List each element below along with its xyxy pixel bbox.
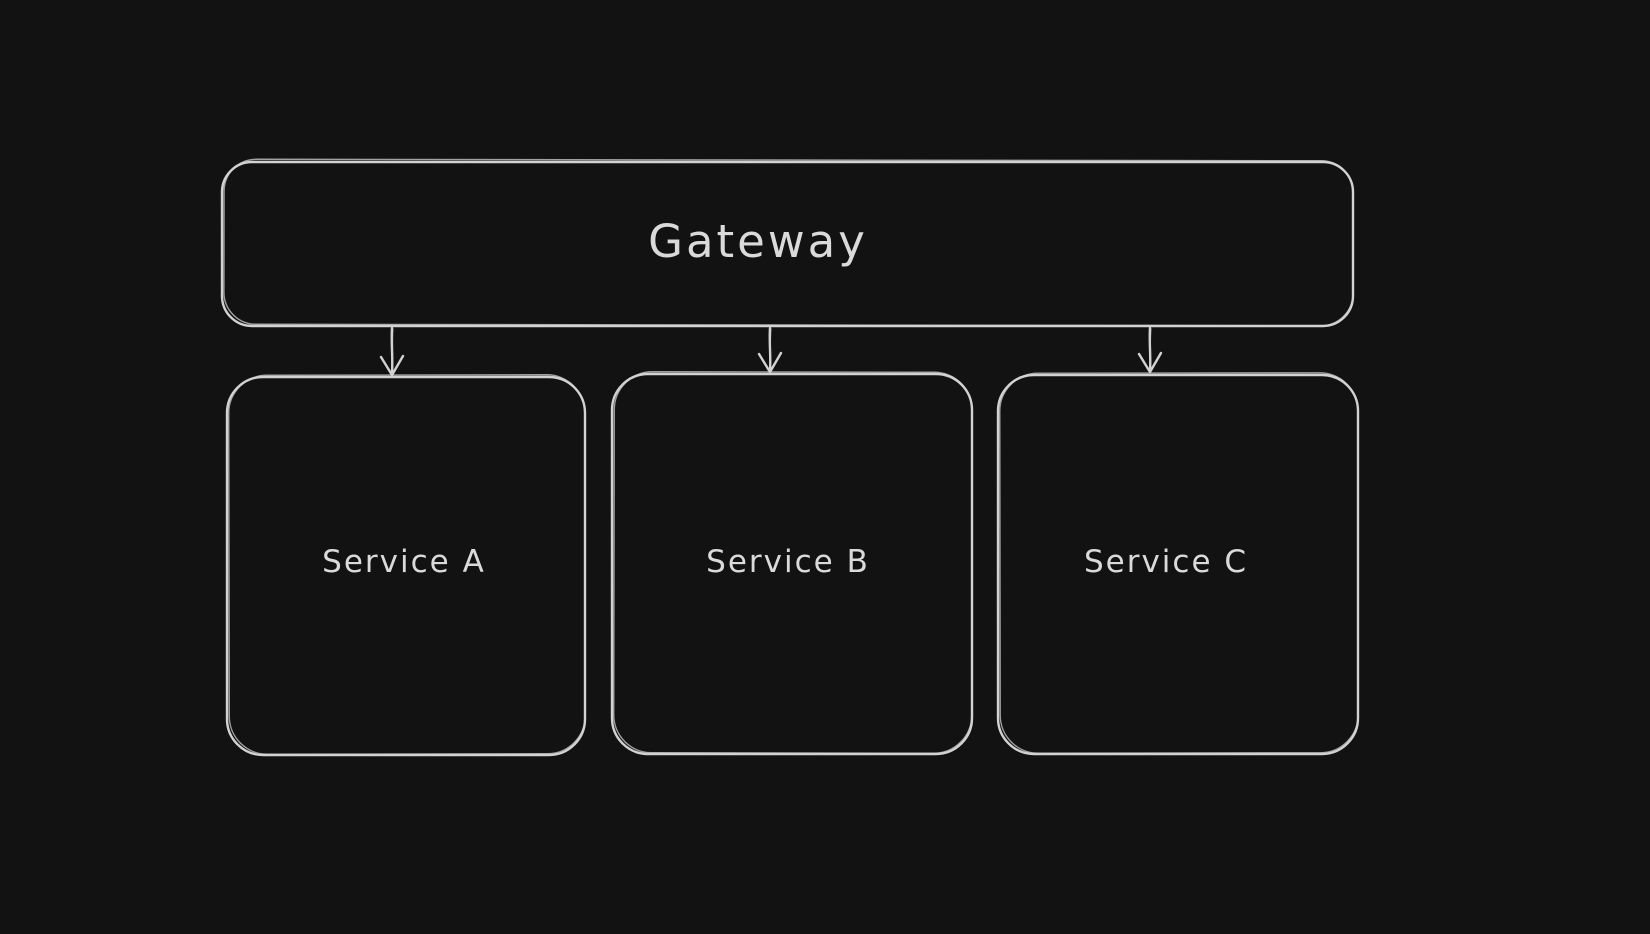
arrowhead-down-icon [1137,351,1163,374]
service-c-node: Service C [996,372,1360,756]
service-b-label: Service B [706,544,870,580]
service-c-label: Service C [1084,544,1248,580]
gateway-node: Gateway [220,158,1355,328]
edge-gateway-service-a [379,326,405,377]
service-a-node: Service A [225,374,587,757]
service-b-node: Service B [610,371,974,756]
edge-gateway-service-b [757,326,783,374]
edge-gateway-service-c [1137,326,1163,374]
service-a-label: Service A [322,544,486,580]
gateway-label: Gateway [648,215,868,268]
